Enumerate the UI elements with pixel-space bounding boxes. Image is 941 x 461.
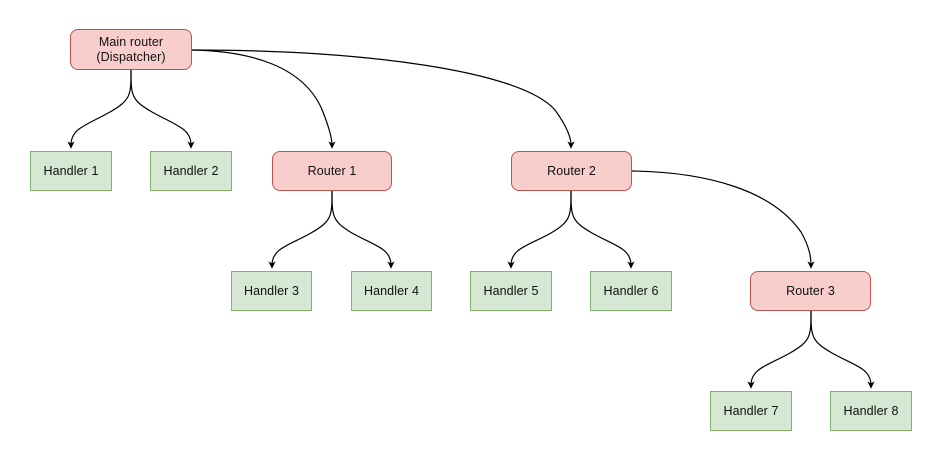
node-router-1[interactable]: Router 1 [272, 151, 392, 191]
edge-r3-h7 [747, 310, 812, 389]
node-handler-4[interactable]: Handler 4 [351, 271, 432, 311]
node-label-handler-3: Handler 3 [243, 283, 300, 298]
node-handler-3[interactable]: Handler 3 [231, 271, 312, 311]
node-label-handler-5: Handler 5 [483, 283, 539, 298]
edge-main-h2 [130, 69, 195, 149]
edge-main-h1 [67, 69, 132, 149]
edge-r2-h6 [570, 190, 635, 269]
node-label-router-2: Router 2 [547, 163, 596, 178]
edge-main-r2 [191, 49, 575, 149]
edge-main-r1 [191, 49, 336, 149]
node-router-2[interactable]: Router 2 [511, 151, 632, 191]
node-main-router[interactable]: Main router (Dispatcher) [70, 29, 192, 70]
edge-r2-r3 [631, 170, 815, 269]
edge-r2-h5 [507, 190, 572, 269]
node-handler-2[interactable]: Handler 2 [150, 151, 232, 191]
node-label-handler-1: Handler 1 [43, 163, 99, 178]
node-label-handler-4: Handler 4 [363, 283, 420, 298]
node-handler-1[interactable]: Handler 1 [30, 151, 112, 191]
node-handler-5[interactable]: Handler 5 [470, 271, 552, 311]
edge-r1-h3 [268, 190, 333, 269]
node-label-router-1: Router 1 [307, 163, 357, 178]
node-label-main-router: Main router (Dispatcher) [96, 34, 166, 64]
node-router-3[interactable]: Router 3 [750, 271, 871, 311]
edge-r3-h8 [810, 310, 875, 389]
node-label-handler-8: Handler 8 [843, 403, 899, 418]
node-label-handler-6: Handler 6 [603, 283, 659, 298]
node-label-router-3: Router 3 [786, 283, 835, 298]
edge-r1-h4 [331, 190, 395, 269]
node-label-handler-7: Handler 7 [723, 403, 779, 418]
node-label-handler-2: Handler 2 [163, 163, 219, 178]
node-handler-7[interactable]: Handler 7 [710, 391, 792, 431]
node-handler-6[interactable]: Handler 6 [590, 271, 672, 311]
node-handler-8[interactable]: Handler 8 [830, 391, 912, 431]
